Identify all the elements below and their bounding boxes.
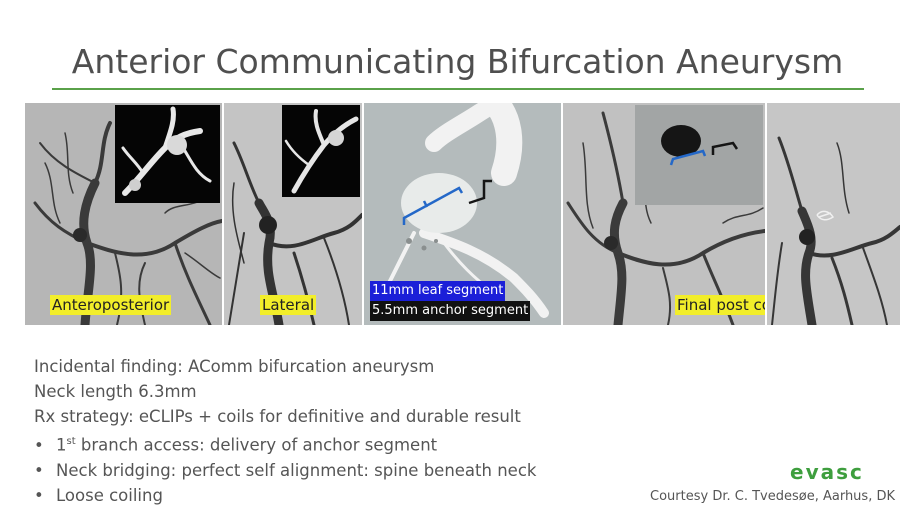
- finding-line: Incidental finding: AComm bifurcation an…: [34, 357, 435, 376]
- strategy-line: Rx strategy: eCLIPs + coils for definiti…: [34, 407, 521, 426]
- final-post-coiling-image: Final post coiling: [563, 103, 765, 325]
- bullet-icon: •: [34, 460, 44, 480]
- lateral-view-label: Lateral: [260, 295, 317, 315]
- anchor-segment-label: 5.5mm anchor segment: [370, 301, 531, 321]
- ap-view-label: Anteroposterior: [50, 295, 172, 315]
- bullet2-text: Neck bridging: perfect self alignment: s…: [56, 460, 537, 480]
- neck-length-line: Neck length 6.3mm: [34, 382, 197, 401]
- image-credit: Courtesy Dr. C. Tvedesøe, Aarhus, DK: [650, 489, 895, 504]
- slide-title: Anterior Communicating Bifurcation Aneur…: [71, 42, 844, 81]
- bullet-item: • Neck bridging: perfect self alignment: …: [34, 458, 536, 483]
- angiogram-ap-image: Anteroposterior: [25, 103, 222, 325]
- bullet1-superscript: st: [66, 436, 76, 447]
- angiogram-lateral-image: Lateral: [224, 103, 362, 325]
- bullet-icon: •: [34, 435, 44, 455]
- bullet-item: • Loose coiling: [34, 483, 536, 508]
- bullet-icon: •: [34, 485, 44, 505]
- evasc-logo: evasc: [790, 460, 864, 484]
- bullet3-text: Loose coiling: [56, 485, 163, 505]
- case-description: Incidental finding: AComm bifurcation an…: [34, 354, 536, 508]
- aneurysm-closeup-image: 11mm leaf segment 5.5mm anchor segment: [364, 103, 561, 325]
- title-underline: [52, 88, 864, 90]
- bullet-item: • 1st branch access: delivery of anchor s…: [34, 429, 536, 458]
- final-lateral-image: [767, 103, 900, 325]
- leaf-segment-label: 11mm leaf segment: [370, 281, 506, 301]
- bullet1-text: branch access: delivery of anchor segmen…: [75, 435, 438, 455]
- bullet1-prefix: 1: [56, 435, 67, 455]
- final-coiling-label: Final post coiling: [675, 295, 765, 315]
